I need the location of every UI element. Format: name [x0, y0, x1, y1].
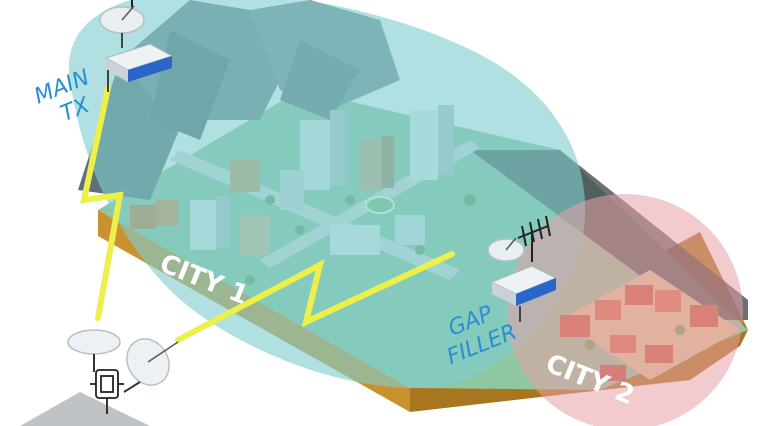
- yagi-antenna-icon: [517, 215, 551, 262]
- satellite-dish-icon: [123, 338, 179, 393]
- main-tx-site: [99, 0, 174, 92]
- transmitter-unit-icon: [104, 43, 174, 82]
- coverage-area-gap-filler: [507, 194, 743, 426]
- satellite-dish-icon: [99, 5, 145, 48]
- coverage-area-main: [68, 0, 586, 389]
- link-ground-to-gap-filler: [175, 251, 455, 343]
- ground-station-icon: [90, 369, 124, 414]
- ground-station: [20, 329, 179, 426]
- satellite-dish-icon: [67, 329, 121, 372]
- building-roof: [20, 392, 150, 426]
- satellite-dish-icon: [487, 237, 525, 262]
- link-main-tx-to-ground: [80, 85, 124, 321]
- transmitter-unit-icon: [490, 265, 558, 306]
- gap-filler-site: [487, 215, 558, 322]
- signal-links: [80, 85, 455, 343]
